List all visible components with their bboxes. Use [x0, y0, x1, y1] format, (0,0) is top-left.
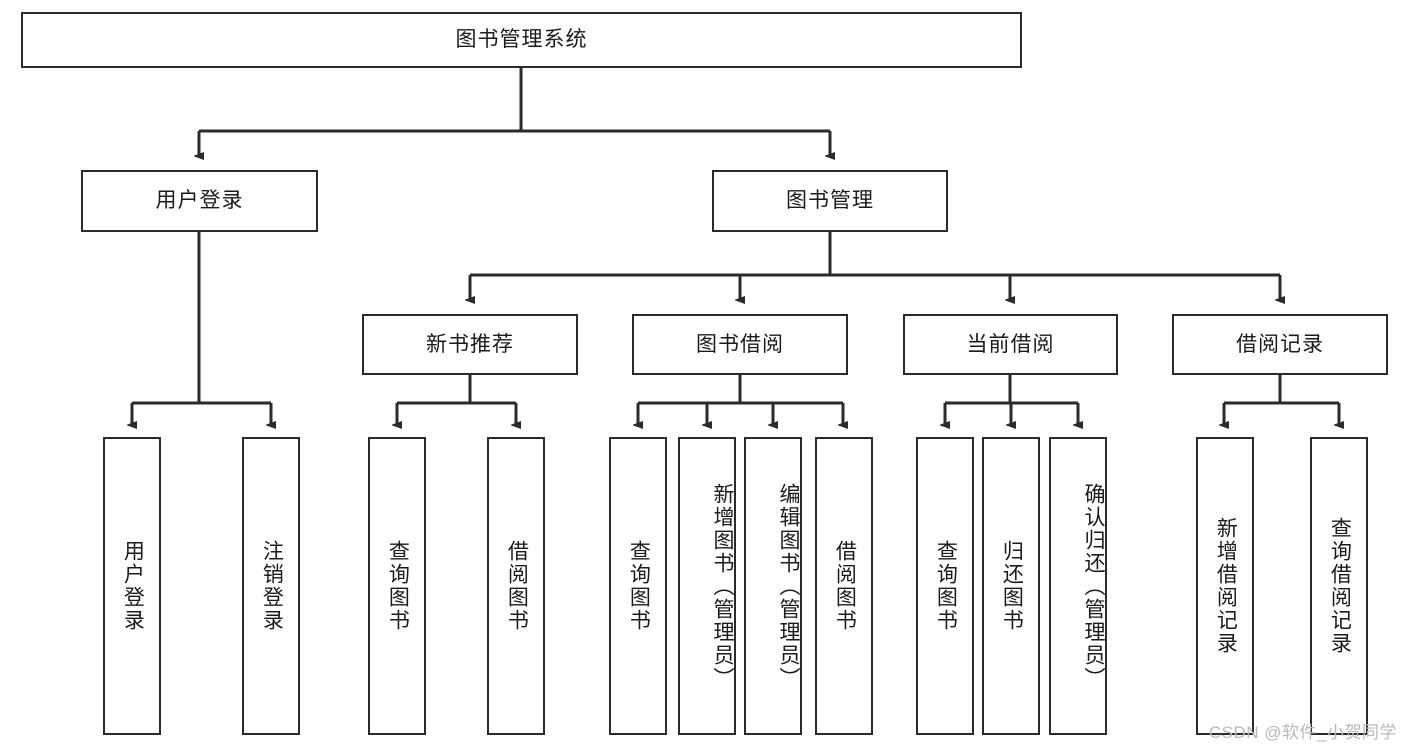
leaf-label: 归还图书 [1000, 540, 1024, 632]
leaf-label: 查询借阅记录 [1328, 517, 1352, 655]
leaf-label: 借阅图书 [833, 540, 857, 632]
node-borrow-record[interactable]: 借阅记录 [1172, 314, 1388, 375]
leaf-user-login-logout[interactable]: 注销登录 [242, 437, 300, 735]
leaf-label: 查询图书 [627, 540, 651, 632]
leaf-book-borrow-query[interactable]: 查询图书 [609, 437, 667, 735]
node-book-management[interactable]: 图书管理 [712, 170, 948, 232]
leaf-book-borrow-borrow[interactable]: 借阅图书 [815, 437, 873, 735]
leaf-label: 注销登录 [260, 540, 284, 632]
leaf-user-login-login[interactable]: 用户登录 [103, 437, 161, 735]
node-new-book-recommend[interactable]: 新书推荐 [362, 314, 578, 375]
leaf-label: 查询图书 [386, 540, 410, 632]
leaf-book-borrow-add[interactable]: 新增图书（管理员） [678, 437, 736, 735]
node-user-login-label: 用户登录 [155, 189, 244, 213]
leaf-current-borrow-return[interactable]: 归还图书 [982, 437, 1040, 735]
node-book-management-label: 图书管理 [786, 189, 874, 213]
watermark: CSDN @软件_小贺同学 [1208, 723, 1397, 742]
leaf-current-borrow-confirm[interactable]: 确认归还（管理员） [1049, 437, 1107, 735]
leaf-label: 确认归还（管理员） [1082, 482, 1105, 690]
leaf-new-book-query[interactable]: 查询图书 [368, 437, 426, 735]
node-current-borrow[interactable]: 当前借阅 [903, 314, 1118, 375]
leaf-label: 用户登录 [121, 540, 145, 632]
leaf-borrow-record-query[interactable]: 查询借阅记录 [1310, 437, 1368, 735]
leaf-book-borrow-edit[interactable]: 编辑图书（管理员） [744, 437, 802, 735]
node-user-login[interactable]: 用户登录 [81, 170, 318, 232]
node-current-borrow-label: 当前借阅 [966, 332, 1055, 356]
leaf-new-book-borrow[interactable]: 借阅图书 [487, 437, 545, 735]
node-borrow-record-label: 借阅记录 [1236, 332, 1324, 356]
leaf-label: 查询图书 [934, 540, 958, 632]
leaf-label: 新增借阅记录 [1214, 517, 1238, 655]
node-book-borrow-label: 图书借阅 [696, 332, 784, 356]
node-root[interactable]: 图书管理系统 [21, 12, 1022, 68]
node-root-label: 图书管理系统 [455, 28, 588, 52]
leaf-current-borrow-query[interactable]: 查询图书 [916, 437, 974, 735]
leaf-label: 编辑图书（管理员） [777, 482, 800, 690]
leaf-label: 新增图书（管理员） [711, 482, 734, 690]
leaf-borrow-record-add[interactable]: 新增借阅记录 [1196, 437, 1254, 735]
node-new-book-recommend-label: 新书推荐 [426, 332, 514, 356]
node-book-borrow[interactable]: 图书借阅 [632, 314, 848, 375]
leaf-label: 借阅图书 [505, 540, 529, 632]
